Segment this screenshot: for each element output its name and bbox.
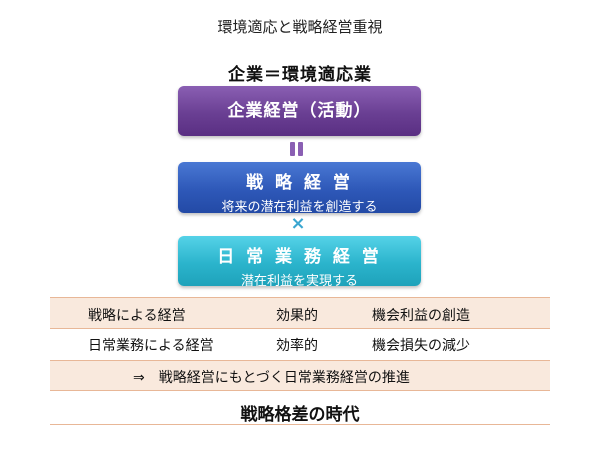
table-cell-measure: 効率的 xyxy=(276,338,318,354)
strategic-management-sub: 将来の潜在利益を創造する xyxy=(221,200,378,215)
conclusion-text: 戦略格差の時代 xyxy=(240,405,360,425)
table-cell-goal: 機会損失の減少 xyxy=(372,338,470,354)
table-cell-measure: 効果的 xyxy=(276,308,318,324)
diagram-subtitle: 企業＝環境適応業 xyxy=(228,65,372,85)
conclusion-row: ⇒ 戦略経営にもとづく日常業務経営の推進 xyxy=(133,370,410,386)
table-band xyxy=(50,297,550,328)
table-divider xyxy=(50,390,550,391)
daily-operations-sub: 潜在利益を実現する xyxy=(240,274,358,289)
table-divider xyxy=(50,328,550,329)
table-cell-goal: 機会利益の創造 xyxy=(372,308,470,324)
strategic-management-box: 戦 略 経 営 将来の潜在利益を創造する xyxy=(178,162,421,215)
table-cell-name: 戦略による経営 xyxy=(88,308,186,324)
times-icon: × xyxy=(290,213,306,234)
equals-icon xyxy=(290,142,304,156)
daily-operations-box: 日 常 業 務 経 営 潜在利益を実現する xyxy=(178,236,421,289)
table-divider xyxy=(50,424,550,425)
table-divider xyxy=(50,360,550,361)
diagram-title: 環境適応と戦略経営重視 xyxy=(217,18,383,36)
table-divider xyxy=(50,297,550,298)
corporate-management-label: 企業経営（活動） xyxy=(227,101,372,121)
corporate-management-box: 企業経営（活動） xyxy=(178,86,421,136)
table-cell-name: 日常業務による経営 xyxy=(88,338,214,354)
table-band xyxy=(50,361,550,390)
daily-operations-label: 日 常 業 務 経 営 xyxy=(217,247,382,267)
strategic-management-label: 戦 略 経 営 xyxy=(246,173,353,193)
